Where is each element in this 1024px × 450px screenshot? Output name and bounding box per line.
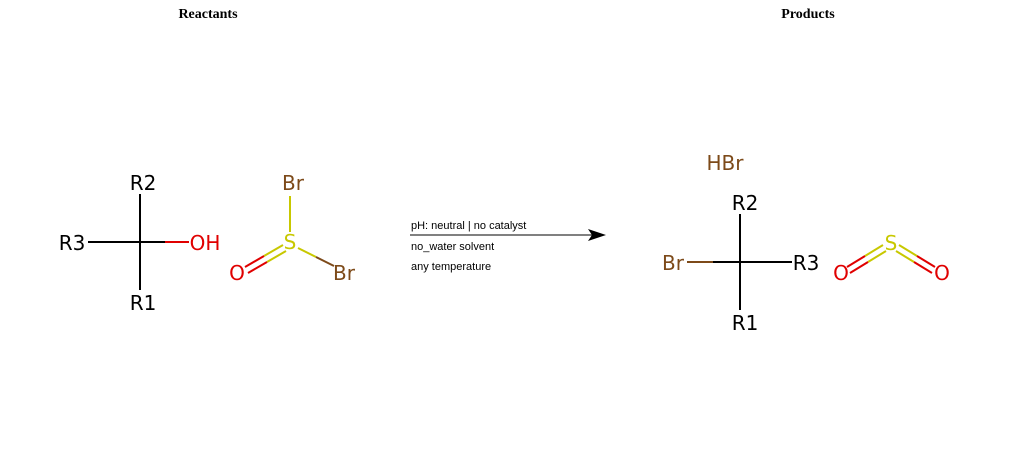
atom-r1: R1 [130, 291, 157, 315]
product-hbr: HBr [707, 151, 745, 175]
atom-s: S [284, 230, 297, 254]
bond-s-br-right-half-s [297, 247, 317, 258]
atom-r2: R2 [130, 171, 157, 195]
atom-o: O [229, 261, 245, 285]
bond-s-o-double-2a [266, 250, 287, 263]
atom-hydroxyl: OH [190, 231, 221, 255]
bond-s-o-right-1b [916, 255, 936, 268]
condition-line-2: no_water solvent [411, 241, 494, 253]
reactants-heading: Reactants [178, 7, 238, 22]
condition-line-3: any temperature [411, 261, 491, 273]
atom-o-left: O [833, 261, 849, 285]
bond-s-o-right-2a [895, 250, 915, 263]
atom-s: S [885, 231, 898, 255]
bond-s-o-left-2a [867, 250, 887, 263]
atom-r3: R3 [59, 231, 86, 255]
reaction-arrow-group: pH: neutral | no catalyst no_water solve… [410, 220, 606, 273]
thionyl-bromide-molecule: Br S O Br [229, 171, 356, 285]
bond-s-o-left-1a [864, 244, 884, 257]
alcohol-molecule: R2 R3 OH R1 [59, 171, 221, 315]
bond-s-br-right-half-br [315, 256, 335, 267]
atom-br-right: Br [333, 261, 356, 285]
atom-r2: R2 [732, 191, 759, 215]
bond-s-o-left-1b [846, 255, 866, 268]
bond-s-o-double-1b [244, 255, 265, 268]
sulfur-dioxide-molecule: S O O [833, 231, 950, 285]
atom-o-right: O [934, 261, 950, 285]
atom-br-top: Br [282, 171, 305, 195]
bond-s-o-double-1a [263, 244, 284, 257]
atom-r1: R1 [732, 311, 759, 335]
bond-s-o-double-2b [247, 261, 268, 274]
bond-s-o-right-1a [898, 244, 918, 257]
alkyl-bromide-molecule: R2 Br R3 R1 [662, 191, 819, 335]
condition-line-1: pH: neutral | no catalyst [411, 220, 526, 232]
bond-s-o-right-2b [913, 261, 933, 274]
atom-br: Br [662, 251, 685, 275]
products-heading: Products [781, 7, 835, 22]
bond-s-o-left-2b [849, 261, 869, 274]
reaction-arrow-head [588, 229, 606, 241]
atom-r3: R3 [793, 251, 820, 275]
